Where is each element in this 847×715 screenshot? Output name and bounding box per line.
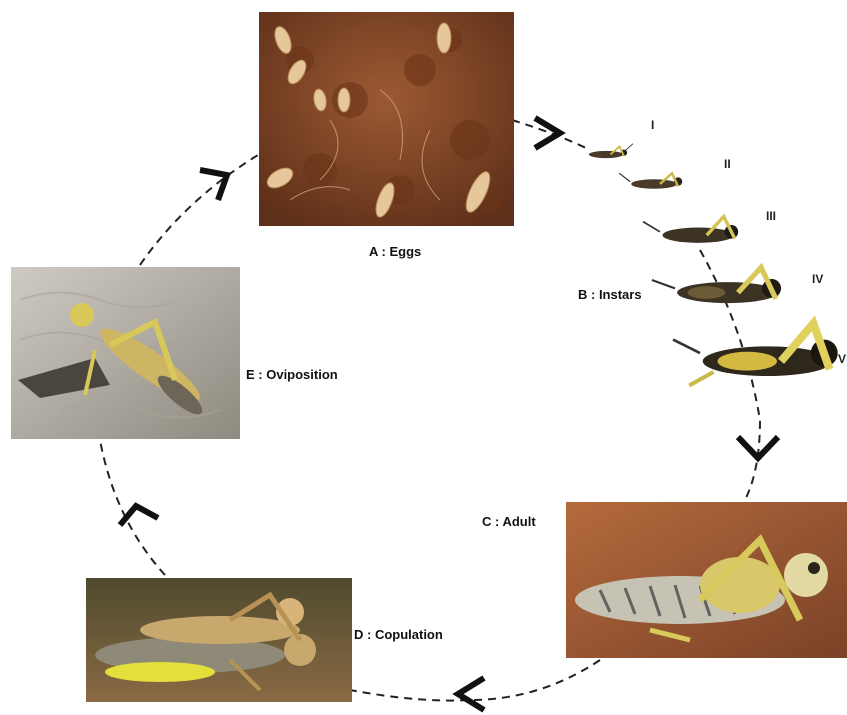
instar-4 xyxy=(652,267,781,303)
instar-numeral-5: V xyxy=(838,352,846,366)
arrow-adult-to-copulation xyxy=(458,678,484,710)
label-copulation: D : Copulation xyxy=(354,627,443,642)
instar-1 xyxy=(589,144,633,158)
instar-numeral-1: I xyxy=(651,118,654,132)
instar-2 xyxy=(619,173,682,189)
oviposition-image xyxy=(11,267,240,439)
copulation-image xyxy=(86,578,352,702)
instar-numeral-3: III xyxy=(766,209,776,223)
adult-image xyxy=(566,502,847,658)
eggs-image xyxy=(259,12,514,226)
instar-3 xyxy=(643,217,738,243)
arrow-copulation-to-oviposition xyxy=(120,506,158,525)
instar-numeral-2: II xyxy=(724,157,731,171)
label-adult: C : Adult xyxy=(482,514,536,529)
arrow-eggs-to-instars xyxy=(535,118,560,148)
instar-numeral-4: IV xyxy=(812,272,823,286)
label-oviposition: E : Oviposition xyxy=(246,367,338,382)
instars-group xyxy=(589,144,838,386)
label-eggs: A : Eggs xyxy=(369,244,421,259)
label-instars: B : Instars xyxy=(578,287,642,302)
arrow-instars-to-adult xyxy=(738,437,778,458)
instar-5 xyxy=(673,323,838,385)
arrow-oviposition-to-eggs xyxy=(200,170,227,200)
